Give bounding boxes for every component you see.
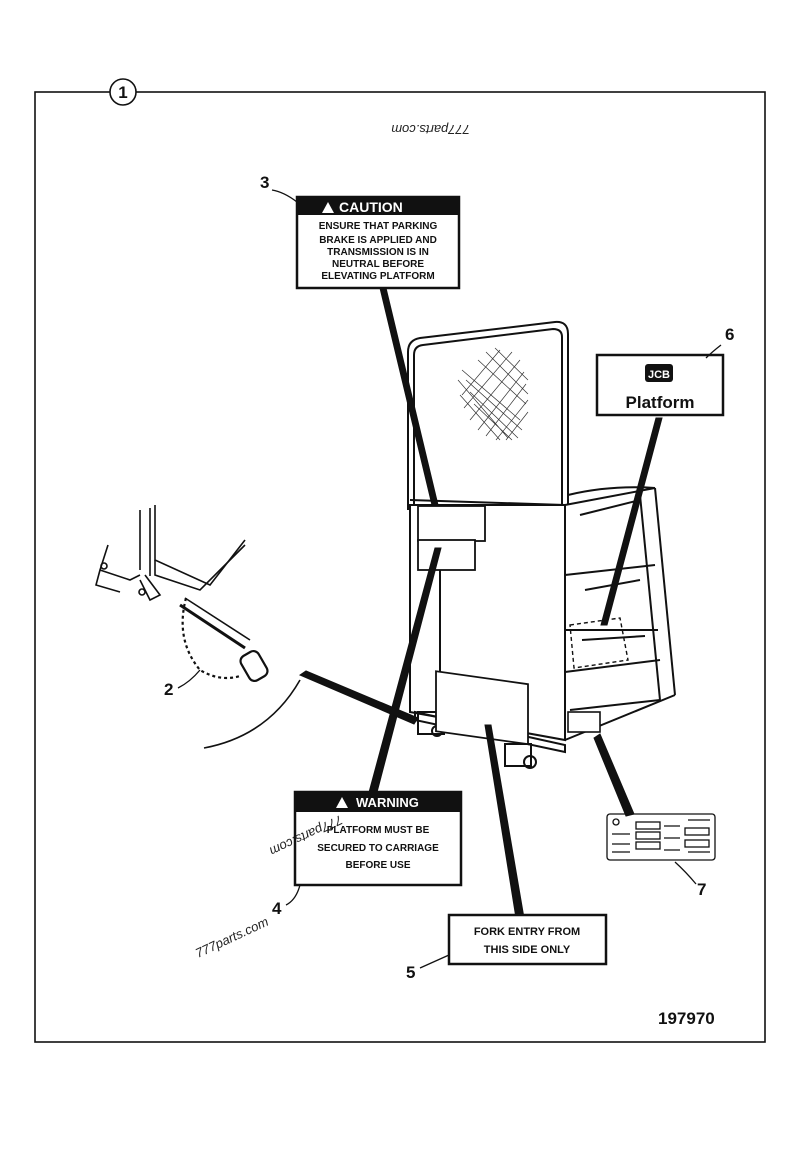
mesh-panel: [457, 347, 529, 441]
fork-line-1: FORK ENTRY FROM: [474, 926, 580, 938]
callout-6: 6: [725, 325, 734, 344]
caution-header: CAUTION: [339, 199, 403, 215]
caution-line-5: ELEVATING PLATFORM: [321, 271, 434, 282]
jcb-logo-icon: [645, 364, 673, 382]
caution-line-3: TRANSMISSION IS IN: [327, 247, 429, 258]
watermark-bottom: 777parts.com: [193, 914, 271, 961]
caution-line-2: BRAKE IS APPLIED AND: [319, 235, 437, 246]
warning-line-3: BEFORE USE: [345, 860, 410, 871]
caution-decal-spot: [417, 505, 486, 542]
platform-text: Platform: [626, 393, 695, 412]
drawing-number: 197970: [658, 1009, 715, 1028]
diagram-frame: [34, 91, 766, 1043]
pin-detail: [95, 505, 301, 749]
callout-4: 4: [272, 899, 282, 918]
leader-lines: [298, 287, 663, 919]
caution-line-4: NEUTRAL BEFORE: [332, 259, 424, 270]
callout-5: 5: [406, 963, 415, 982]
data-plate: [606, 813, 716, 861]
warning-header: WARNING: [356, 795, 419, 810]
caution-line-1: ENSURE THAT PARKING: [319, 221, 438, 232]
warning-decal-spot: [417, 539, 476, 571]
fork-line-2: THIS SIDE ONLY: [484, 944, 571, 956]
jcb-logo-text: JCB: [648, 369, 670, 381]
watermark-top: 777parts.com: [391, 122, 470, 137]
fork-entry-label: FORK ENTRY FROM THIS SIDE ONLY: [447, 913, 608, 966]
frame-number: 1: [118, 83, 127, 102]
callout-7: 7: [697, 880, 706, 899]
callout-2: 2: [164, 680, 173, 699]
warning-label: WARNING PLATFORM MUST BE SECURED TO CARR…: [293, 790, 463, 887]
fork-decal-spot: [435, 670, 529, 746]
frame-number-badge: [109, 78, 137, 106]
warning-line-1: PLATFORM MUST BE: [327, 825, 430, 836]
platform-label: JCB Platform: [595, 353, 725, 417]
callout-leaders: [177, 189, 722, 969]
data-plate-spot: [567, 711, 601, 733]
callout-3: 3: [260, 173, 269, 192]
warning-triangle-icon: [336, 797, 348, 808]
caution-label: CAUTION ENSURE THAT PARKING BRAKE IS APP…: [295, 195, 461, 290]
warning-line-2: SECURED TO CARRIAGE: [317, 843, 439, 854]
warning-triangle-icon: [322, 202, 334, 213]
